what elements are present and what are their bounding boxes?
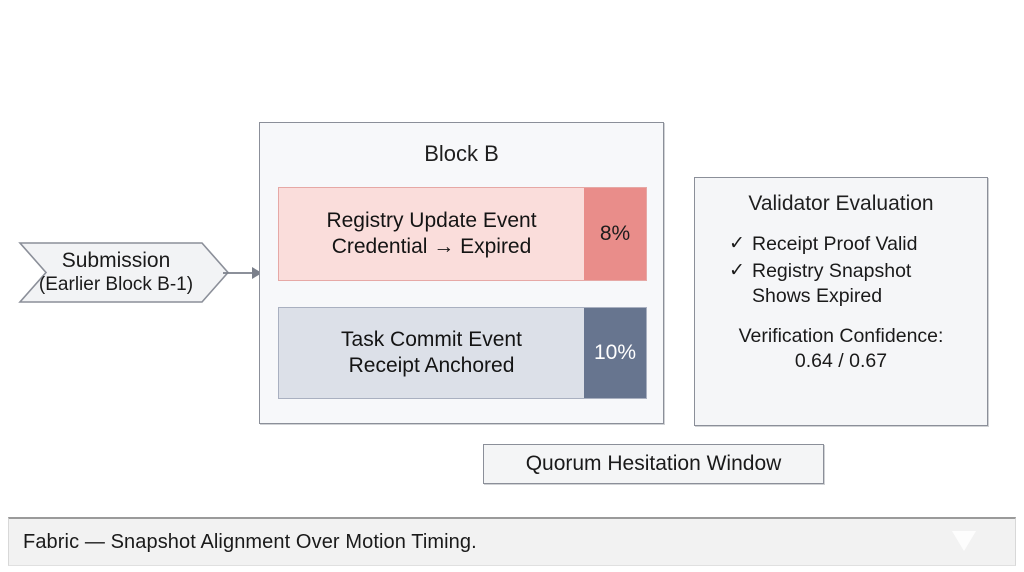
- validator-title: Validator Evaluation: [748, 192, 934, 215]
- bar-task-line2: Receipt Anchored: [348, 354, 515, 377]
- bar-task-line1: Task Commit Event: [341, 328, 522, 352]
- bar-registry-update-event: Registry Update Event Credential → Expir…: [278, 187, 647, 281]
- bar-registry-percent: 8%: [584, 188, 646, 280]
- verification-confidence-value: 0.64 / 0.67: [794, 350, 888, 373]
- bar-task-commit-event: Task Commit Event Receipt Anchored 10%: [278, 307, 647, 399]
- quorum-hesitation-window-box: Quorum Hesitation Window: [483, 444, 824, 484]
- quorum-hesitation-window-label: Quorum Hesitation Window: [525, 452, 782, 475]
- validator-check-item-1: ✓ Receipt Proof Valid: [729, 232, 971, 256]
- caption-text: Fabric — Snapshot Alignment Over Motion …: [23, 530, 477, 553]
- checkmark-icon: ✓: [729, 260, 745, 282]
- bar-registry-label: Registry Update Event Credential → Expir…: [279, 188, 584, 280]
- verification-confidence-label: Verification Confidence:: [738, 325, 944, 348]
- validator-check-2-line2: Shows Expired: [752, 284, 883, 307]
- validator-check-list: ✓ Receipt Proof Valid ✓ Registry Snapsho…: [729, 232, 971, 308]
- validator-check-2-line1: Registry Snapshot: [752, 260, 912, 283]
- arrow-submission-to-block-b-icon: [222, 258, 266, 288]
- bar-task-percent: 10%: [584, 308, 646, 398]
- bar-registry-line2: Credential → Expired: [331, 235, 532, 258]
- checkmark-icon: ✓: [729, 233, 745, 254]
- block-b-title: Block B: [424, 141, 499, 166]
- block-b-container: Block B Registry Update Event Credential…: [259, 122, 664, 424]
- validator-evaluation-panel: Validator Evaluation ✓ Receipt Proof Val…: [694, 177, 988, 426]
- validator-check-2-text: Registry Snapshot Shows Expired: [752, 259, 971, 308]
- validator-check-1-text: Receipt Proof Valid: [752, 233, 918, 255]
- bar-task-label: Task Commit Event Receipt Anchored: [279, 308, 584, 398]
- chevron-down-icon: [949, 529, 979, 553]
- validator-check-item-2: ✓ Registry Snapshot Shows Expired: [729, 259, 971, 308]
- submission-chevron-shape: [18, 241, 230, 304]
- verification-confidence: Verification Confidence: 0.64 / 0.67: [711, 324, 971, 375]
- bar-registry-line1: Registry Update Event: [326, 209, 537, 233]
- caption-bar: Fabric — Snapshot Alignment Over Motion …: [8, 517, 1016, 566]
